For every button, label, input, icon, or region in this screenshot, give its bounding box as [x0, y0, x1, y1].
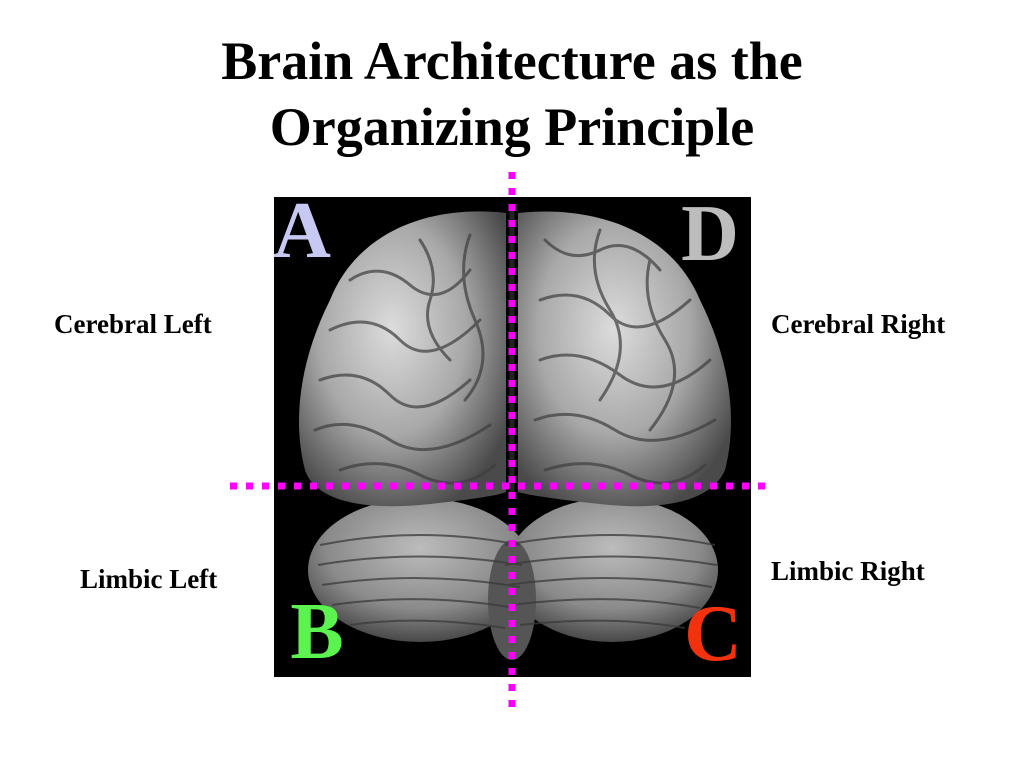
- brain-image: [298, 210, 732, 660]
- label-limbic-left: Limbic Left: [80, 564, 218, 594]
- brain-stem: [488, 540, 536, 660]
- cerebrum-right-hemisphere: [518, 211, 732, 507]
- quadrant-letter-a: A: [273, 187, 331, 275]
- label-limbic-right: Limbic Right: [771, 556, 925, 586]
- title-line-2: Organizing Principle: [269, 97, 755, 157]
- cerebellum-right: [506, 498, 718, 642]
- label-cerebral-right: Cerebral Right: [771, 309, 946, 339]
- label-cerebral-left: Cerebral Left: [54, 309, 212, 339]
- title-line-1: Brain Architecture as the: [221, 31, 803, 91]
- cerebellum-left: [308, 498, 532, 642]
- page-title: Brain Architecture as the Organizing Pri…: [0, 28, 1024, 160]
- quadrant-letter-c: C: [684, 590, 742, 678]
- quadrant-letter-d: D: [681, 190, 739, 278]
- quadrant-letter-b: B: [290, 588, 343, 676]
